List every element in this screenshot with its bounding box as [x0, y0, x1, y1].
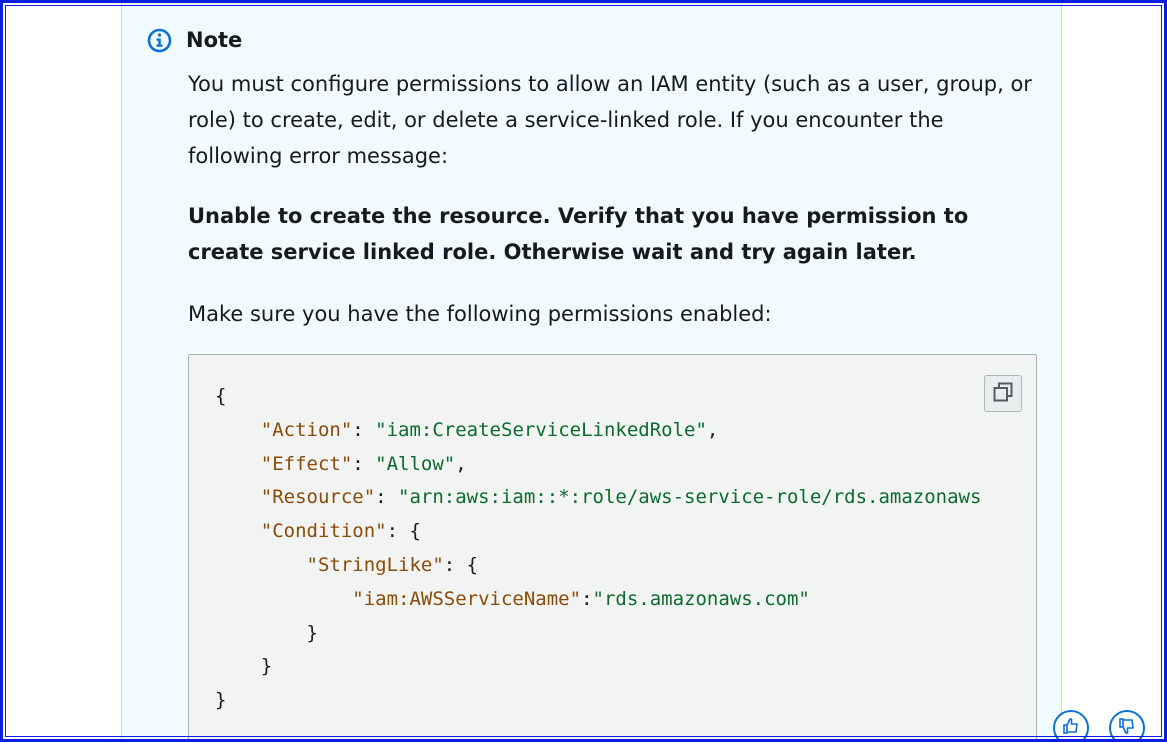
note-paragraph-enabled: Make sure you have the following permiss… — [188, 302, 772, 326]
note-paragraph-permissions: You must configure permissions to allow … — [188, 72, 1032, 168]
thumbs-up-button[interactable] — [1053, 710, 1089, 742]
code-value-action: "iam:CreateServiceLinkedRole" — [375, 418, 707, 441]
code-key-condition: "Condition" — [260, 520, 387, 543]
code-value-servicename: "rds.amazonaws.com" — [592, 587, 810, 610]
code-key-resource: "Resource" — [260, 486, 376, 509]
error-message: Unable to create the resource. Verify th… — [188, 204, 969, 264]
thumbs-up-icon — [1061, 716, 1081, 740]
note-body: You must configure permissions to allow … — [188, 66, 1038, 332]
thumbs-down-button[interactable] — [1109, 710, 1145, 742]
copy-button[interactable] — [984, 375, 1022, 412]
copy-icon — [992, 381, 1014, 407]
code-key-servicename: "iam:AWSServiceName" — [352, 587, 582, 610]
note-title: Note — [186, 28, 243, 52]
code-value-resource: "arn:aws:iam::*:role/aws-service-role/rd… — [398, 486, 982, 509]
code-key-stringlike: "StringLike" — [306, 553, 444, 576]
thumbs-down-icon — [1117, 716, 1137, 740]
code-block: { "Action": "iam:CreateServiceLinkedRole… — [188, 354, 1037, 742]
info-icon — [147, 28, 172, 53]
code-close-brace: } — [215, 689, 227, 712]
code-key-effect: "Effect" — [260, 452, 353, 475]
code-content: { "Action": "iam:CreateServiceLinkedRole… — [215, 385, 982, 712]
note-callout: Note You must configure permissions to a… — [121, 0, 1062, 742]
code-key-action: "Action" — [260, 418, 353, 441]
note-header: Note — [147, 25, 242, 55]
code-value-effect: "Allow" — [375, 452, 456, 475]
code-open-brace: { — [215, 385, 227, 407]
